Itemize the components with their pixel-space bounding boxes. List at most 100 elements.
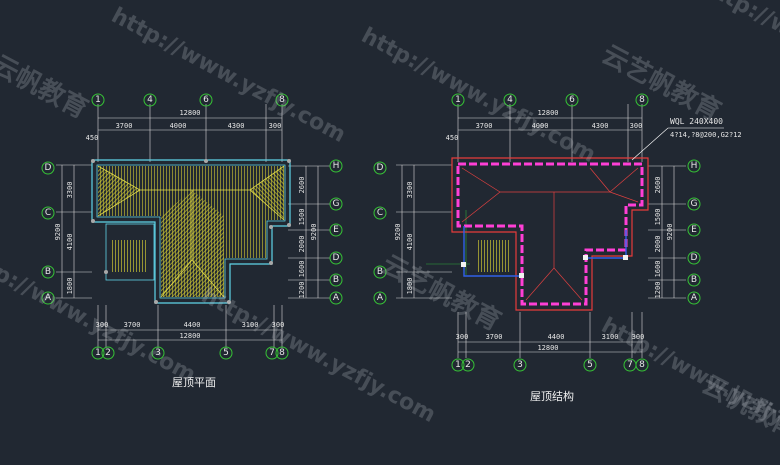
right-axis-label: A bbox=[691, 293, 698, 303]
bottom-dim-seg-2-2: 3700 bbox=[486, 333, 503, 341]
top-dim-seg-3: 4300 bbox=[228, 122, 245, 130]
bottom-dim-seg-4: 3100 bbox=[242, 321, 259, 329]
top-axis-label: 4 bbox=[507, 95, 513, 105]
bottom-total-dim-2: 12800 bbox=[537, 344, 558, 352]
structural-columns bbox=[461, 255, 628, 278]
bottom-axis-label: 5 bbox=[223, 348, 229, 358]
bottom-dim-seg-4-2: 3100 bbox=[602, 333, 619, 341]
left-axis-label: A bbox=[377, 293, 384, 303]
top-axis-label: 6 bbox=[203, 95, 209, 105]
bottom-dim-seg-3-2: 4400 bbox=[548, 333, 565, 341]
top-dim-seg-1: 3700 bbox=[116, 122, 133, 130]
left-dim-seg-2-2: 4100 bbox=[406, 234, 414, 251]
left-axis-label: D bbox=[45, 163, 52, 173]
left-dim-seg-3: 1800 bbox=[66, 278, 74, 295]
bottom-axis-label: 7 bbox=[269, 348, 275, 358]
bottom-dim-seg-1: 300 bbox=[96, 321, 109, 329]
top-dimension-lines bbox=[97, 104, 283, 162]
balcony-hatch bbox=[105, 223, 155, 281]
bottom-axis-label: 1 bbox=[95, 348, 101, 358]
left-dim-seg-3-2: 1800 bbox=[406, 278, 414, 295]
ring-beam-wql bbox=[456, 162, 644, 306]
bottom-axis-label: 7 bbox=[627, 360, 633, 370]
watermark-url: http://www.yzfjy.com bbox=[197, 283, 439, 428]
top-dim-seg-4: 300 bbox=[269, 122, 282, 130]
left-axis-bubbles-2: D C B A bbox=[373, 161, 387, 305]
top-dim-seg-4-2: 300 bbox=[630, 122, 643, 130]
top-total-dim-2: 12800 bbox=[537, 109, 558, 117]
right-total-dim: 9200 bbox=[310, 224, 318, 241]
watermark-brand: 云艺帆教育 bbox=[597, 39, 726, 127]
bottom-dimension-lines-2 bbox=[457, 312, 643, 358]
right-axis-label: E bbox=[333, 225, 339, 235]
top-axis-bubbles: 1 4 6 8 bbox=[91, 93, 289, 107]
bottom-axis-label: 2 bbox=[105, 348, 111, 358]
right-axis-label: D bbox=[691, 253, 698, 263]
watermark-url: http://www.yzfjy.com bbox=[357, 23, 599, 168]
right-dim-seg-3-2: 2000 bbox=[654, 236, 662, 253]
bottom-dim-seg-1-2: 300 bbox=[456, 333, 469, 341]
roof-hatch bbox=[98, 166, 284, 297]
bottom-axis-bubbles-2: 1 2 3 5 7 8 bbox=[451, 358, 649, 372]
left-axis-label: D bbox=[377, 163, 384, 173]
top-axis-label: 8 bbox=[639, 95, 645, 105]
left-dim-seg-2: 4100 bbox=[66, 234, 74, 251]
top-dimension-lines-2 bbox=[457, 104, 643, 162]
right-axis-label: G bbox=[333, 199, 340, 209]
watermark-brand: 云帆教育 bbox=[697, 369, 780, 445]
right-axis-label: B bbox=[691, 275, 697, 285]
top-axis-label: 1 bbox=[95, 95, 101, 105]
right-dim-seg-2-2: 1500 bbox=[654, 209, 662, 226]
right-axis-bubbles-2: H G E D B A bbox=[687, 159, 701, 305]
bottom-axis-label: 8 bbox=[279, 348, 285, 358]
left-axis-label: C bbox=[45, 208, 51, 218]
left-axis-label: B bbox=[45, 267, 51, 277]
bottom-axis-label: 3 bbox=[517, 360, 523, 370]
top-axis-bubbles-2: 1 4 6 8 bbox=[451, 93, 649, 107]
bottom-dim-seg-3: 4400 bbox=[184, 321, 201, 329]
top-axis-label: 1 bbox=[455, 95, 461, 105]
left-total-dim: 9200 bbox=[54, 224, 62, 241]
left-drawing-title: 屋顶平面 bbox=[172, 376, 216, 389]
right-dim-seg-3: 2000 bbox=[298, 236, 306, 253]
right-axis-label: B bbox=[333, 275, 339, 285]
top-dim-seg-1-2: 3700 bbox=[476, 122, 493, 130]
stair-hatch bbox=[476, 240, 510, 272]
watermark-brand: 云帆教育 bbox=[0, 49, 93, 125]
bottom-axis-label: 3 bbox=[155, 348, 161, 358]
bottom-axis-label: 1 bbox=[455, 360, 461, 370]
top-edge-dim: 450 bbox=[86, 134, 99, 142]
right-total-dim-2: 9200 bbox=[666, 224, 674, 241]
bottom-dim-seg-5: 300 bbox=[272, 321, 285, 329]
roof-structure-drawing: 12800 3700 4000 4300 300 450 1 4 6 8 920… bbox=[373, 93, 742, 403]
left-dimension-lines-2 bbox=[396, 164, 452, 299]
top-axis-label: 8 bbox=[279, 95, 285, 105]
right-dim-seg-1-2: 2600 bbox=[654, 177, 662, 194]
left-axis-label: A bbox=[45, 293, 52, 303]
beam-leader-line bbox=[631, 127, 724, 161]
top-axis-label: 6 bbox=[569, 95, 575, 105]
right-axis-bubbles: H G E D B A bbox=[329, 159, 343, 305]
bottom-axis-label: 8 bbox=[639, 360, 645, 370]
right-dimension-lines bbox=[288, 165, 330, 299]
right-axis-label: A bbox=[333, 293, 340, 303]
right-axis-label: G bbox=[691, 199, 698, 209]
right-dimension-lines-2 bbox=[648, 165, 686, 299]
column-markers bbox=[91, 159, 291, 304]
bottom-axis-label: 2 bbox=[465, 360, 471, 370]
left-dim-seg-1-2: 3300 bbox=[406, 182, 414, 199]
left-total-dim-2: 9200 bbox=[394, 224, 402, 241]
right-drawing-title: 屋顶结构 bbox=[530, 389, 574, 403]
bottom-dim-seg-2: 3700 bbox=[124, 321, 141, 329]
roof-outline-inner bbox=[96, 164, 286, 299]
roof-ridge-lines bbox=[97, 165, 285, 298]
secondary-beams bbox=[463, 226, 627, 277]
left-axis-label: B bbox=[377, 267, 383, 277]
roof-plan-drawing: 12800 3700 4000 4300 300 450 1 4 6 8 920… bbox=[41, 93, 343, 389]
right-dim-seg-5-2: 1200 bbox=[654, 282, 662, 299]
bottom-total-dim: 12800 bbox=[179, 332, 200, 340]
top-dim-seg-2: 4000 bbox=[170, 122, 187, 130]
roof-slope-lines bbox=[461, 167, 639, 301]
right-dim-seg-2: 1500 bbox=[298, 209, 306, 226]
